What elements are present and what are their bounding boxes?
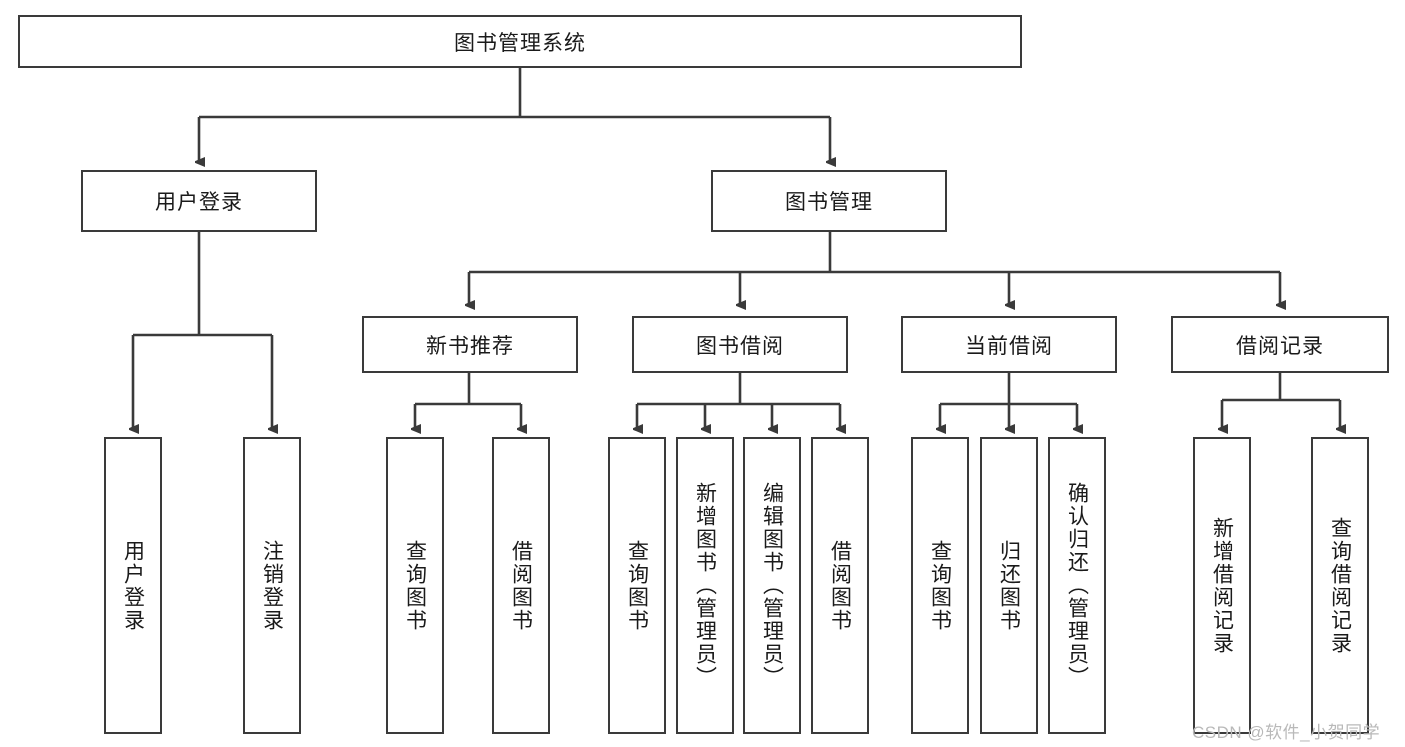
node-leaf-add-book-admin[interactable]: 新增图书（管理员） <box>676 437 734 734</box>
node-leaf-query-borrow-record-label: 查询借阅记录 <box>1328 516 1352 655</box>
node-leaf-add-borrow-record-label: 新增借阅记录 <box>1210 516 1234 655</box>
node-book-management[interactable]: 图书管理 <box>711 170 947 232</box>
node-book-management-label: 图书管理 <box>785 191 873 214</box>
node-leaf-query-book-b[interactable]: 查询图书 <box>608 437 666 734</box>
node-new-book-recommend-label: 新书推荐 <box>426 334 514 358</box>
node-leaf-edit-book-admin[interactable]: 编辑图书（管理员） <box>743 437 801 734</box>
node-leaf-query-book-a[interactable]: 查询图书 <box>386 437 444 734</box>
node-leaf-borrow-book-a[interactable]: 借阅图书 <box>492 437 550 734</box>
node-current-borrow[interactable]: 当前借阅 <box>901 316 1117 373</box>
node-leaf-add-borrow-record[interactable]: 新增借阅记录 <box>1193 437 1251 734</box>
node-leaf-return-book-label: 归还图书 <box>997 539 1021 632</box>
node-leaf-edit-book-admin-label: 编辑图书（管理员） <box>760 482 784 689</box>
node-book-borrow[interactable]: 图书借阅 <box>632 316 848 373</box>
node-leaf-query-book-c[interactable]: 查询图书 <box>911 437 969 734</box>
node-leaf-logout[interactable]: 注销登录 <box>243 437 301 734</box>
csdn-watermark: CSDN @软件_小贺同学 <box>1192 723 1381 742</box>
node-leaf-borrow-book-b-label: 借阅图书 <box>828 539 852 632</box>
node-leaf-user-login[interactable]: 用户登录 <box>104 437 162 734</box>
node-root[interactable]: 图书管理系统 <box>18 15 1022 68</box>
node-leaf-borrow-book-a-label: 借阅图书 <box>509 539 533 632</box>
node-leaf-user-login-label: 用户登录 <box>121 539 145 632</box>
node-leaf-return-book[interactable]: 归还图书 <box>980 437 1038 734</box>
node-book-borrow-label: 图书借阅 <box>696 334 784 358</box>
node-new-book-recommend[interactable]: 新书推荐 <box>362 316 578 373</box>
node-leaf-query-book-b-label: 查询图书 <box>625 539 649 632</box>
node-leaf-confirm-return-admin[interactable]: 确认归还（管理员） <box>1048 437 1106 734</box>
node-user-login-label: 用户登录 <box>155 191 243 214</box>
node-leaf-add-book-admin-label: 新增图书（管理员） <box>693 482 717 689</box>
node-borrow-record[interactable]: 借阅记录 <box>1171 316 1389 373</box>
node-leaf-borrow-book-b[interactable]: 借阅图书 <box>811 437 869 734</box>
node-leaf-query-book-a-label: 查询图书 <box>403 539 427 632</box>
node-leaf-query-borrow-record[interactable]: 查询借阅记录 <box>1311 437 1369 734</box>
node-leaf-query-book-c-label: 查询图书 <box>928 539 952 632</box>
node-leaf-confirm-return-admin-label: 确认归还（管理员） <box>1065 482 1089 689</box>
node-leaf-logout-label: 注销登录 <box>260 539 284 632</box>
node-borrow-record-label: 借阅记录 <box>1236 334 1324 358</box>
node-root-label: 图书管理系统 <box>454 31 586 55</box>
node-user-login[interactable]: 用户登录 <box>81 170 317 232</box>
node-current-borrow-label: 当前借阅 <box>965 334 1053 358</box>
